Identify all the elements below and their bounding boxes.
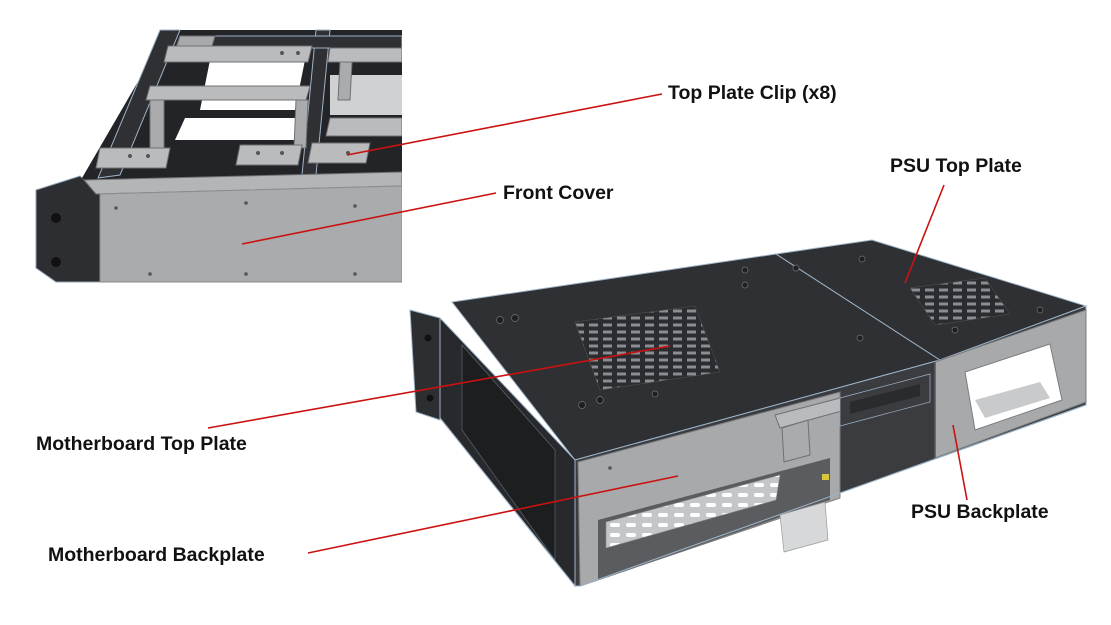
leader-psu-backplate: [952, 424, 968, 501]
front-top-bar: [82, 171, 402, 195]
top-plate-clip: [235, 144, 303, 166]
top-plate-clip: [163, 35, 313, 63]
leader-front-cover: [241, 192, 497, 245]
underside-bracket: [779, 501, 829, 553]
label-top-plate-clip: Top Plate Clip (x8): [668, 82, 837, 104]
label-front-cover: Front Cover: [503, 182, 614, 204]
rack-ear-left: [35, 175, 101, 283]
rack-ear-hole: [426, 394, 434, 402]
label-motherboard-backplate: Motherboard Backplate: [48, 544, 265, 566]
rack-ear-hole: [424, 334, 432, 342]
leader-top-plate-clip: [346, 93, 663, 156]
rack-ear-main: [409, 309, 441, 421]
main-chassis: [409, 239, 1088, 588]
psu-opening-floor: [975, 382, 1050, 418]
interior-opening: [200, 60, 305, 110]
front-cover-panel: [99, 185, 402, 283]
top-plate-clip: [325, 117, 402, 137]
leader-psu-top-plate: [904, 184, 945, 284]
label-psu-backplate: PSU Backplate: [911, 501, 1049, 523]
rack-ear-hole: [51, 257, 61, 267]
psu-vent: [909, 277, 1011, 326]
motherboard-vent: [574, 305, 721, 391]
top-plate-clip: [145, 85, 311, 151]
center-clip-post: [781, 419, 811, 463]
clip-window-inner: [850, 384, 920, 414]
warning-sticker: [822, 474, 829, 480]
label-motherboard-top-plate: Motherboard Top Plate: [36, 433, 247, 455]
top-plate-clip: [95, 147, 171, 169]
rack-ear-hole: [51, 213, 61, 223]
leader-lines: [207, 93, 968, 554]
interior-opening: [175, 118, 305, 140]
top-plate-screws: [496, 255, 1044, 409]
top-plate-clip: [327, 47, 402, 101]
chassis-bottom-edge: [439, 404, 1087, 587]
label-psu-top-plate: PSU Top Plate: [890, 155, 1022, 177]
frame-rail: [97, 29, 181, 179]
motherboard-io-shield: [605, 474, 781, 549]
leader-motherboard-top-plate: [207, 345, 671, 429]
leader-motherboard-backplate: [307, 475, 679, 554]
inset-front-view: [35, 29, 402, 283]
